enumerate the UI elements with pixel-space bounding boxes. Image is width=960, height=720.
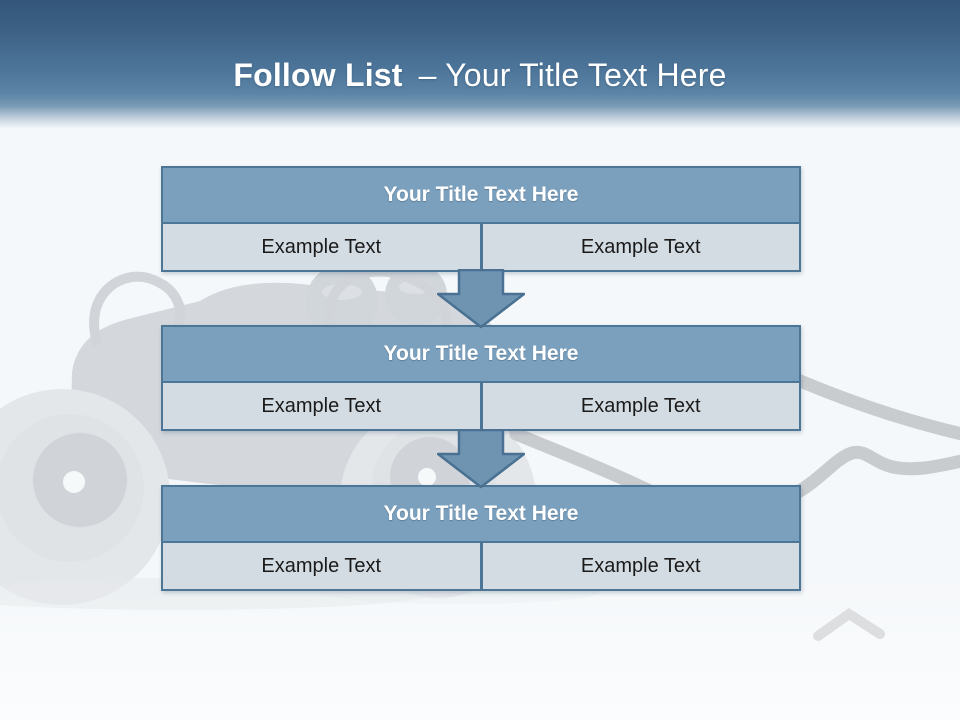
flow-box-3-cell-left: Example Text (163, 543, 480, 589)
slide-title-keyword: Follow List (233, 56, 403, 93)
flow-box-2-title: Your Title Text Here (163, 327, 799, 383)
cell-divider (479, 383, 483, 429)
flow-box-1-cell-right: Example Text (482, 224, 799, 270)
flow-box-1-cell-left: Example Text (163, 224, 480, 270)
cell-divider (479, 224, 483, 270)
flow-box-2-cells: Example Text Example Text (163, 383, 799, 429)
flow-box-2: Your Title Text Here Example Text Exampl… (161, 325, 801, 431)
flow-box-3-cell-right: Example Text (482, 543, 799, 589)
cell-divider (479, 543, 483, 589)
slide-title: Follow List – Your Title Text Here (0, 54, 960, 96)
flow-box-2-cell-left: Example Text (163, 383, 480, 429)
flow-box-1-title: Your Title Text Here (163, 168, 799, 224)
down-arrow-icon-1 (437, 269, 525, 329)
flow-box-1: Your Title Text Here Example Text Exampl… (161, 166, 801, 272)
down-arrow-icon-2 (437, 429, 525, 489)
flow-box-2-cell-right: Example Text (482, 383, 799, 429)
flow-box-1-cells: Example Text Example Text (163, 224, 799, 270)
flow-box-3-cells: Example Text Example Text (163, 543, 799, 589)
slide-title-bar (0, 0, 960, 130)
flow-box-3-title: Your Title Text Here (163, 487, 799, 543)
slide-title-subtitle: – Your Title Text Here (418, 56, 727, 93)
flow-box-3: Your Title Text Here Example Text Exampl… (161, 485, 801, 591)
